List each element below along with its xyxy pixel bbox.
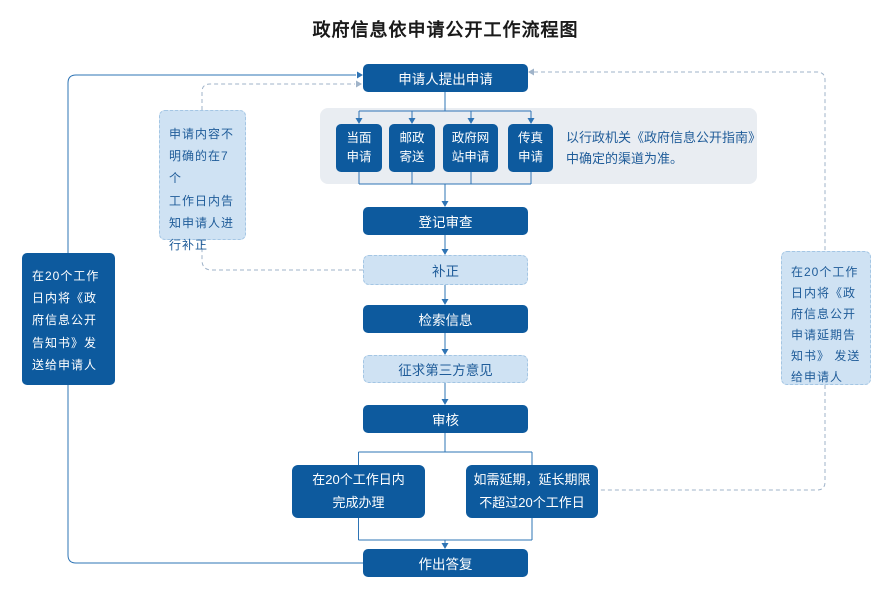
node-reply: 作出答复	[363, 549, 528, 577]
dashed-loop-lines	[201, 71, 826, 491]
node-review: 审核	[363, 405, 528, 433]
node-complete-in-20-days-label: 在20个工作日内 完成办理	[312, 471, 405, 510]
node-register-review-label: 登记审查	[418, 215, 473, 230]
node-retrieve-info-label: 检索信息	[418, 313, 473, 328]
node-channel-post-label: 邮政 寄送	[399, 130, 425, 164]
node-third-party-opinion-label: 征求第三方意见	[398, 363, 493, 378]
solid-flow-lines	[67, 74, 533, 564]
node-channel-fax: 传真 申请	[508, 124, 553, 172]
node-apply: 申请人提出申请	[363, 64, 528, 92]
node-review-label: 审核	[432, 413, 459, 428]
node-channel-post: 邮政 寄送	[389, 124, 435, 172]
node-channel-fax-label: 传真 申请	[517, 130, 543, 164]
channel-note: 以行政机关《政府信息公开指南》 中确定的渠道为准。	[566, 130, 762, 167]
node-correction-label: 补正	[432, 264, 459, 279]
node-correction: 补正	[363, 255, 528, 285]
node-reply-label: 作出答复	[418, 557, 473, 572]
flowchart-title: 政府信息依申请公开工作流程图	[312, 20, 579, 40]
node-complete-in-20-days: 在20个工作日内 完成办理	[292, 465, 425, 518]
node-register-review: 登记审查	[363, 207, 528, 235]
node-channel-website-label: 政府网 站申请	[451, 130, 490, 164]
node-apply-label: 申请人提出申请	[398, 72, 493, 87]
node-retrieve-info: 检索信息	[363, 305, 528, 333]
node-third-party-opinion: 征求第三方意见	[363, 355, 528, 383]
node-channel-website: 政府网 站申请	[443, 124, 498, 172]
node-extension: 如需延期，延长期限 不超过20个工作日	[466, 465, 598, 518]
note-correction-7-days: 申请内容不 明确的在7个 工作日内告 知申请人进 行补正	[159, 110, 246, 252]
node-extension-label: 如需延期，延长期限 不超过20个工作日	[473, 471, 591, 510]
note-send-extension-notice: 在20个工作 日内将《政 府信息公开 申请延期告 知书》 发送 给申请人	[781, 251, 871, 385]
node-send-disclosure-notice: 在20个工作 日内将《政 府信息公开 告知书》发 送给申请人	[22, 253, 115, 385]
node-channel-in-person: 当面 申请	[336, 124, 382, 172]
node-channel-in-person-label: 当面 申请	[346, 130, 372, 164]
flow-arrowheads	[355, 68, 535, 549]
